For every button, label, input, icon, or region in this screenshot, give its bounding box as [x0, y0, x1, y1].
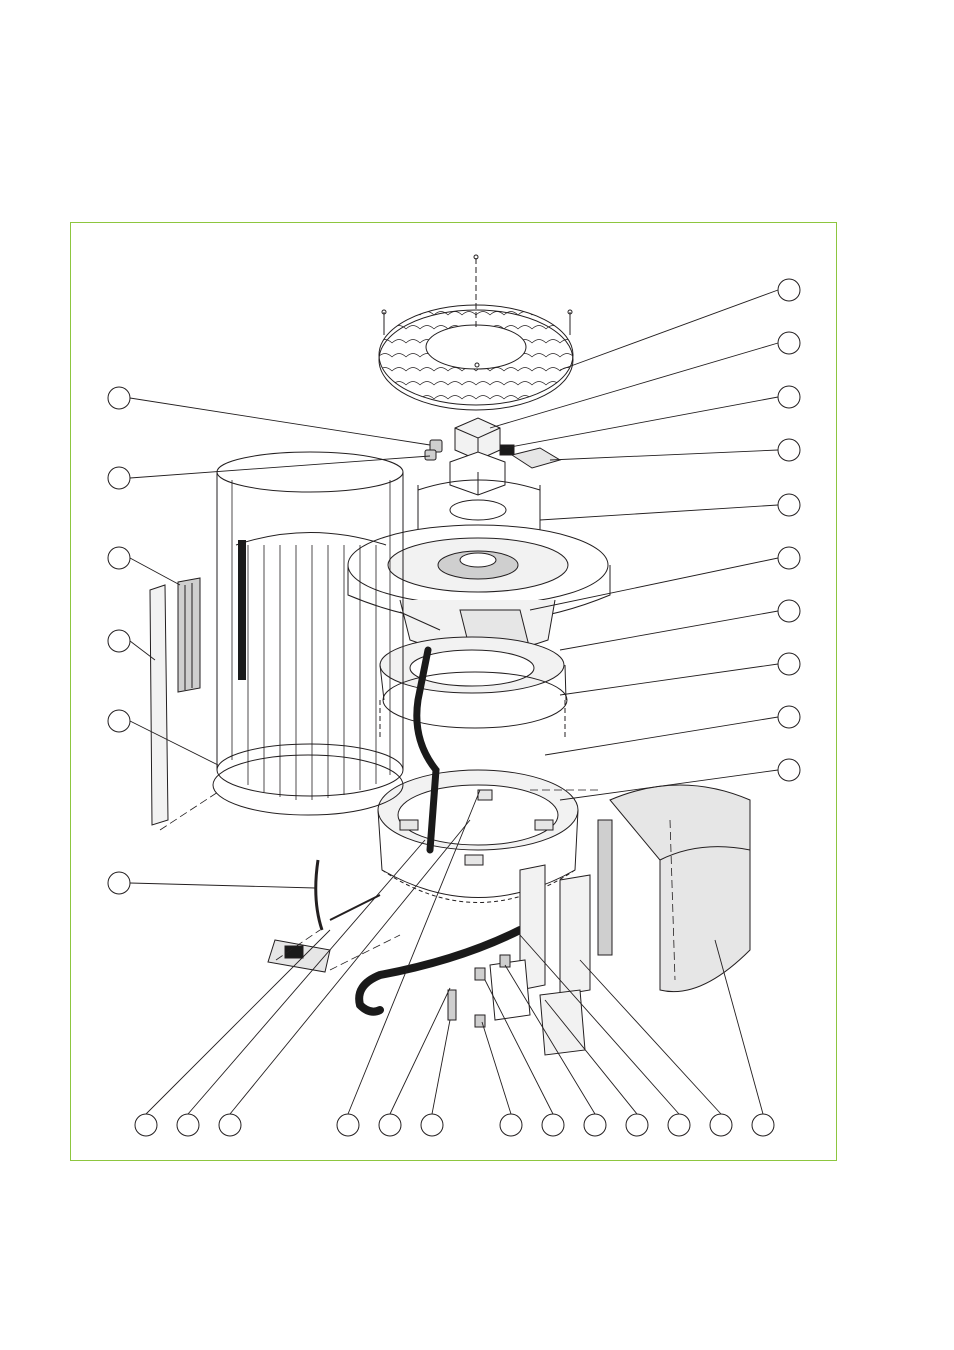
- callout-bottom: [336, 1113, 360, 1137]
- callout-bottom: [667, 1113, 691, 1137]
- callout-bottom: [176, 1113, 200, 1137]
- callout-right: [777, 546, 801, 570]
- callout-right: [777, 385, 801, 409]
- electrical-box: [424, 417, 562, 496]
- fan-assembly: [347, 479, 611, 653]
- callout-bottom: [378, 1113, 402, 1137]
- callout-bottom: [218, 1113, 242, 1137]
- callout-right: [777, 493, 801, 517]
- callout-circles: [107, 278, 801, 1137]
- callout-bottom: [625, 1113, 649, 1137]
- callout-left: [107, 709, 131, 733]
- callout-right: [777, 758, 801, 782]
- callout-left: [107, 871, 131, 895]
- callout-bottom: [420, 1113, 444, 1137]
- callout-right: [777, 438, 801, 462]
- callout-bottom: [541, 1113, 565, 1137]
- coil-cylinder: [212, 451, 404, 816]
- base-ring: [379, 636, 568, 740]
- fittings: [447, 954, 511, 1028]
- callout-bottom: [134, 1113, 158, 1137]
- side-panel-strip: [149, 577, 201, 826]
- alignment-lines: [159, 789, 676, 981]
- callout-left: [107, 386, 131, 410]
- callout-left: [107, 546, 131, 570]
- callout-bottom: [499, 1113, 523, 1137]
- callout-bottom: [751, 1113, 775, 1137]
- callout-bottom: [709, 1113, 733, 1137]
- diagram-frame: [70, 222, 837, 1161]
- callout-right: [777, 652, 801, 676]
- leader-lines: [129, 289, 779, 1115]
- callout-right: [777, 705, 801, 729]
- hose: [355, 646, 524, 1016]
- callout-bottom: [583, 1113, 607, 1137]
- callout-left: [107, 629, 131, 653]
- callout-right: [777, 331, 801, 355]
- top-grille: [378, 254, 574, 411]
- callout-right: [777, 278, 801, 302]
- callout-left: [107, 466, 131, 490]
- callout-right: [777, 599, 801, 623]
- front-nameplate: [267, 859, 381, 973]
